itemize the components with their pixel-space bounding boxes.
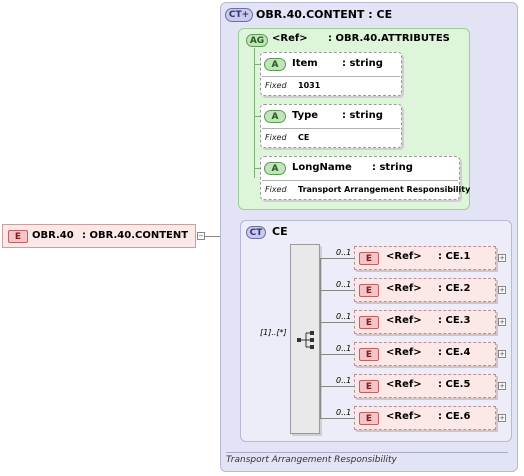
child-name: : CE.1 [438, 251, 471, 262]
attribute-group-badge: AG [246, 34, 268, 47]
child-element-1[interactable] [354, 246, 496, 270]
child-ref: <Ref> [386, 251, 422, 262]
expand-toggle[interactable]: + [498, 350, 506, 358]
attribute-name: LongName [292, 162, 352, 173]
expand-toggle[interactable]: + [498, 286, 506, 294]
connector-root-to-type [204, 236, 230, 237]
attribute-divider [262, 180, 458, 181]
child-occurrence: 0..1 [336, 312, 352, 321]
root-element-obr40[interactable] [2, 224, 196, 248]
child-ref: <Ref> [386, 379, 422, 390]
child-connector [320, 322, 354, 323]
sequence-icon [297, 331, 314, 349]
fixed-label: Fixed [265, 133, 287, 142]
attribute-badge: A [264, 58, 286, 71]
collapse-toggle[interactable]: − [197, 232, 205, 240]
element-badge: E [359, 284, 379, 297]
child-ref: <Ref> [386, 347, 422, 358]
expand-toggle[interactable]: + [498, 318, 506, 326]
expand-toggle[interactable]: + [498, 414, 506, 422]
child-name: : CE.5 [438, 379, 471, 390]
attribute-type: : string [372, 162, 413, 173]
attr-connector [254, 64, 260, 65]
fixed-label: Fixed [265, 185, 287, 194]
outer-type-title: OBR.40.CONTENT : CE [256, 8, 393, 21]
attribute-type: : string [342, 58, 383, 69]
child-occurrence: 0..1 [336, 280, 352, 289]
fixed-value: Transport Arrangement Responsibility [298, 185, 471, 194]
child-occurrence: 0..1 [336, 408, 352, 417]
element-badge: E [359, 252, 379, 265]
attr-connector [254, 168, 260, 169]
expand-toggle[interactable]: + [498, 382, 506, 390]
attribute-divider [262, 76, 400, 77]
annotation-divider [226, 452, 508, 453]
child-ref: <Ref> [386, 411, 422, 422]
attr-connector [254, 116, 260, 117]
sequence-compositor[interactable] [290, 244, 320, 434]
child-connector [320, 418, 354, 419]
child-connector [320, 354, 354, 355]
child-occurrence: 0..1 [336, 344, 352, 353]
element-badge: E [359, 316, 379, 329]
child-occurrence: 0..1 [336, 376, 352, 385]
attribute-name: Item [292, 58, 318, 69]
child-name: : CE.3 [438, 315, 471, 326]
outer-type-annotation: Transport Arrangement Responsibility [226, 455, 397, 465]
element-badge: E [359, 412, 379, 425]
attribute-group-name: : OBR.40.ATTRIBUTES [328, 33, 450, 44]
attribute-item[interactable] [260, 52, 402, 96]
complex-type-badge: CT+ [225, 8, 253, 22]
expand-toggle[interactable]: + [498, 254, 506, 262]
child-occurrence: 0..1 [336, 248, 352, 257]
fixed-value: CE [298, 133, 310, 142]
attribute-badge: A [264, 110, 286, 123]
attribute-type: : string [342, 110, 383, 121]
child-connector [320, 258, 354, 259]
fixed-value: 1031 [298, 81, 321, 90]
root-element-type: : OBR.40.CONTENT [82, 230, 189, 241]
element-badge: E [359, 380, 379, 393]
child-name: : CE.4 [438, 347, 471, 358]
complex-type-badge: CT [246, 226, 266, 239]
attr-group-connector [254, 48, 255, 178]
element-badge: E [8, 230, 28, 243]
attribute-name: Type [292, 110, 319, 121]
child-ref: <Ref> [386, 315, 422, 326]
attribute-group-ref: <Ref> [272, 33, 308, 44]
child-name: : CE.6 [438, 411, 471, 422]
attribute-divider [262, 128, 400, 129]
sequence-occurrence: [1]..[*] [260, 328, 287, 337]
attribute-badge: A [264, 162, 286, 175]
child-ref: <Ref> [386, 283, 422, 294]
ce-type-title: CE [272, 225, 288, 238]
sequence-branch [320, 258, 321, 418]
child-connector [320, 386, 354, 387]
fixed-label: Fixed [265, 81, 287, 90]
child-connector [320, 290, 354, 291]
child-name: : CE.2 [438, 283, 471, 294]
element-badge: E [359, 348, 379, 361]
attribute-longname[interactable] [260, 156, 460, 200]
root-element-name: OBR.40 [32, 230, 74, 241]
